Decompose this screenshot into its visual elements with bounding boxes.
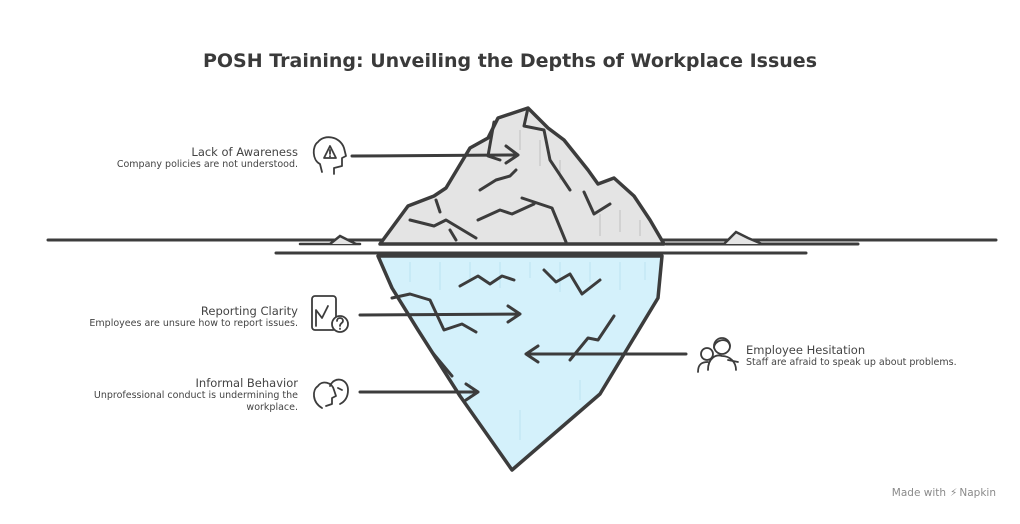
underwater-hatching	[409, 262, 646, 440]
item-employee-hesitation: Employee Hesitation Staff are afraid to …	[746, 343, 1006, 369]
footer-brand: Napkin	[959, 487, 996, 499]
item-description: Staff are afraid to speak up about probl…	[746, 357, 957, 368]
two-faces-icon	[313, 378, 349, 409]
ice-chunk-right	[723, 230, 763, 246]
item-description: Company policies are not understood.	[116, 159, 298, 170]
arrow-employee-hesitation	[524, 344, 688, 364]
ice-chunk-left	[329, 234, 357, 246]
warning-head-icon	[312, 136, 347, 175]
napkin-credit[interactable]: Made with⚡Napkin	[892, 487, 996, 499]
napkin-logo-icon: ⚡	[950, 487, 958, 499]
tip-hatching	[519, 130, 641, 236]
iceberg-underwater	[376, 254, 664, 472]
item-reporting-clarity: Reporting Clarity Employees are unsure h…	[38, 304, 298, 330]
item-lack-of-awareness: Lack of Awareness Company policies are n…	[38, 145, 298, 171]
footer-prefix: Made with	[891, 487, 947, 499]
underwater-cracks	[390, 268, 616, 378]
diagram-title: POSH Training: Unveiling the Depths of W…	[202, 50, 818, 72]
report-question-icon	[311, 295, 349, 333]
item-description: Employees are unsure how to report issue…	[89, 318, 298, 329]
hesitant-people-icon	[697, 337, 739, 373]
item-label: Employee Hesitation	[746, 343, 866, 357]
item-informal-behavior: Informal Behavior Unprofessional conduct…	[68, 376, 298, 414]
arrow-reporting-clarity	[358, 304, 522, 324]
item-description: Unprofessional conduct is undermining th…	[93, 390, 298, 413]
arrow-lack-of-awareness	[350, 144, 520, 165]
arrow-informal-behavior	[358, 382, 480, 402]
item-label: Lack of Awareness	[191, 145, 298, 159]
item-label: Reporting Clarity	[200, 304, 298, 318]
arrows	[350, 144, 688, 402]
item-label: Informal Behavior	[195, 376, 298, 390]
